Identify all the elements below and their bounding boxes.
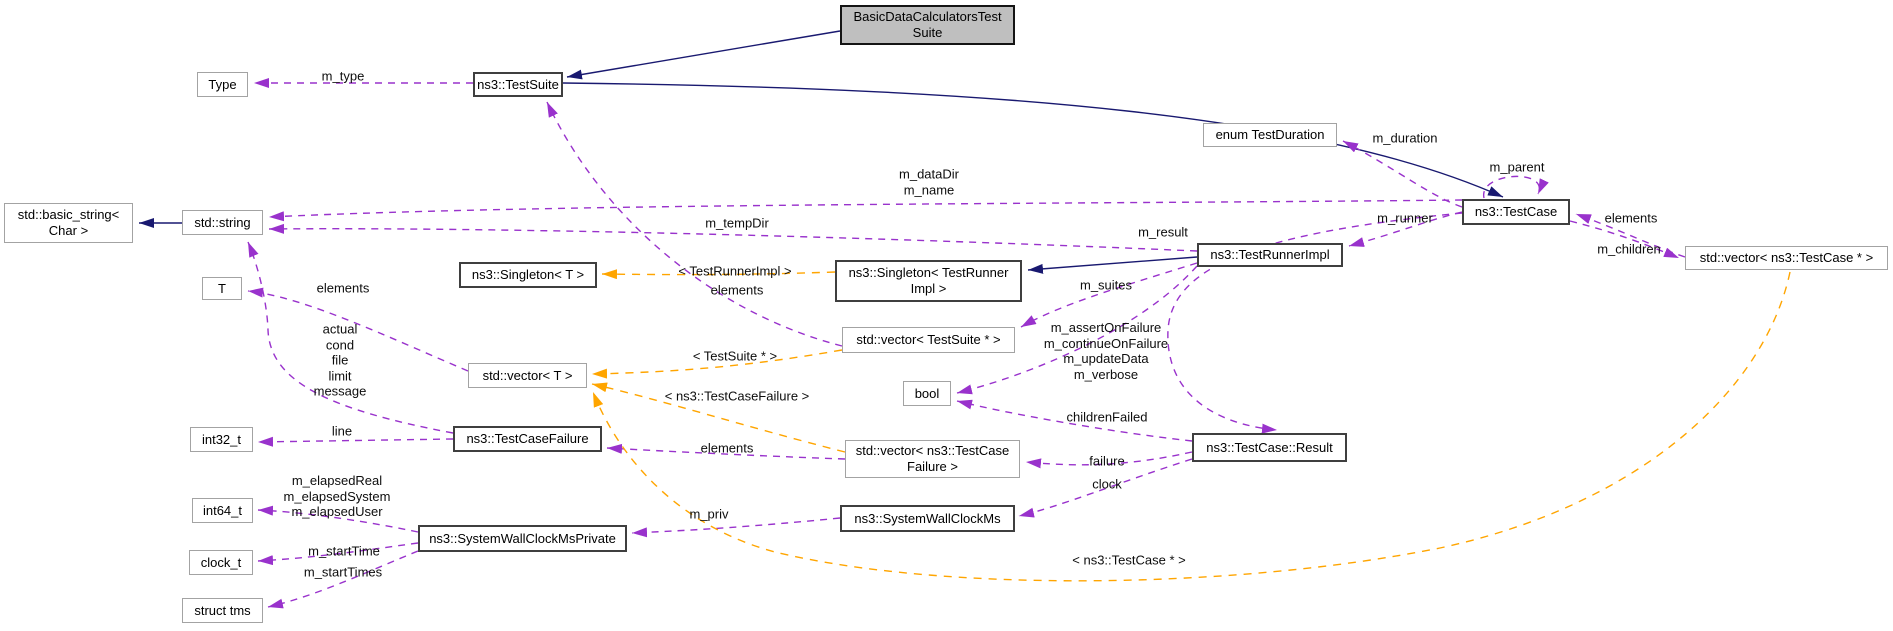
node-ns3-testrunnerimpl[interactable]: ns3::TestRunnerImpl	[1197, 243, 1343, 267]
node-std-string: std::string	[182, 210, 263, 235]
node-ns3-testsuite[interactable]: ns3::TestSuite	[473, 72, 563, 97]
node-ns3-systemwallclockms[interactable]: ns3::SystemWallClockMs	[840, 505, 1015, 532]
edge-label-elements-suites: elements	[710, 282, 764, 298]
node-type: Type	[197, 72, 248, 97]
edge-label-m-priv: m_priv	[689, 506, 729, 522]
edge-label-failure: failure	[1089, 453, 1125, 469]
edge-label-m-parent: m_parent	[1489, 159, 1545, 175]
edge-label-template-testrunnerimpl: < TestRunnerImpl >	[678, 263, 792, 279]
edge-label-m-runner: m_runner	[1377, 210, 1433, 226]
edge-label-template-testsuite-ptr: < TestSuite * >	[692, 348, 778, 364]
node-int32-t: int32_t	[190, 427, 253, 452]
node-struct-tms: struct tms	[182, 598, 263, 623]
edge-label-m-type: m_type	[321, 68, 365, 84]
node-clock-t: clock_t	[189, 550, 253, 575]
node-enum-testduration: enum TestDuration	[1203, 123, 1337, 147]
edge-label-m-starttime: m_startTime	[308, 543, 380, 559]
node-t: T	[202, 277, 242, 300]
node-vector-testcasefailure: std::vector< ns3::TestCase Failure >	[845, 440, 1020, 478]
edge-label-failure-fields: actual cond file limit message	[313, 321, 367, 399]
edge-label-m-suites: m_suites	[1079, 277, 1133, 293]
node-std-vector-t: std::vector< T >	[468, 363, 587, 388]
node-basicdatacalculatorstestsuite[interactable]: BasicDataCalculatorsTest Suite	[840, 5, 1015, 45]
edge-label-m-datadir-m-name: m_dataDir m_name	[899, 166, 959, 198]
edge-label-m-starttimes: m_startTimes	[303, 564, 383, 580]
node-ns3-testcase[interactable]: ns3::TestCase	[1462, 199, 1570, 225]
node-vector-testsuite-ptr: std::vector< TestSuite * >	[842, 327, 1015, 353]
edge-label-line: line	[331, 423, 353, 439]
node-int64-t: int64_t	[192, 498, 253, 523]
node-ns3-testcase-result[interactable]: ns3::TestCase::Result	[1192, 433, 1347, 462]
node-ns3-testcasefailure[interactable]: ns3::TestCaseFailure	[453, 426, 602, 452]
node-bool: bool	[903, 381, 951, 406]
edge-label-elements-t: elements	[316, 280, 370, 296]
edge-label-childrenfailed: childrenFailed	[1066, 409, 1148, 425]
edge-label-m-tempdir: m_tempDir	[705, 215, 769, 231]
edge-label-elapsed: m_elapsedReal m_elapsedSystem m_elapsedU…	[283, 472, 391, 519]
edge-label-template-testcasefailure: < ns3::TestCaseFailure >	[664, 388, 810, 404]
node-ns3-singleton-t[interactable]: ns3::Singleton< T >	[459, 262, 597, 288]
node-ns3-singleton-testrunnerimpl[interactable]: ns3::Singleton< TestRunner Impl >	[835, 260, 1022, 302]
node-std-basic-string: std::basic_string< Char >	[4, 203, 133, 243]
edge-label-m-children: m_children	[1597, 241, 1661, 257]
edge-label-template-testcase-ptr: < ns3::TestCase * >	[1072, 552, 1186, 568]
node-ns3-systemwallclockmsprivate[interactable]: ns3::SystemWallClockMsPrivate	[418, 525, 627, 552]
edge-label-elements-failures: elements	[700, 440, 754, 456]
edge-label-m-result: m_result	[1138, 224, 1188, 240]
edge-label-clock: clock	[1092, 476, 1122, 492]
edge-label-bool-flags: m_assertOnFailure m_continueOnFailure m_…	[1043, 320, 1169, 382]
edge-label-m-duration: m_duration	[1372, 130, 1438, 146]
node-vector-testcase-ptr: std::vector< ns3::TestCase * >	[1685, 246, 1888, 270]
edge-label-elements-children: elements	[1604, 210, 1658, 226]
